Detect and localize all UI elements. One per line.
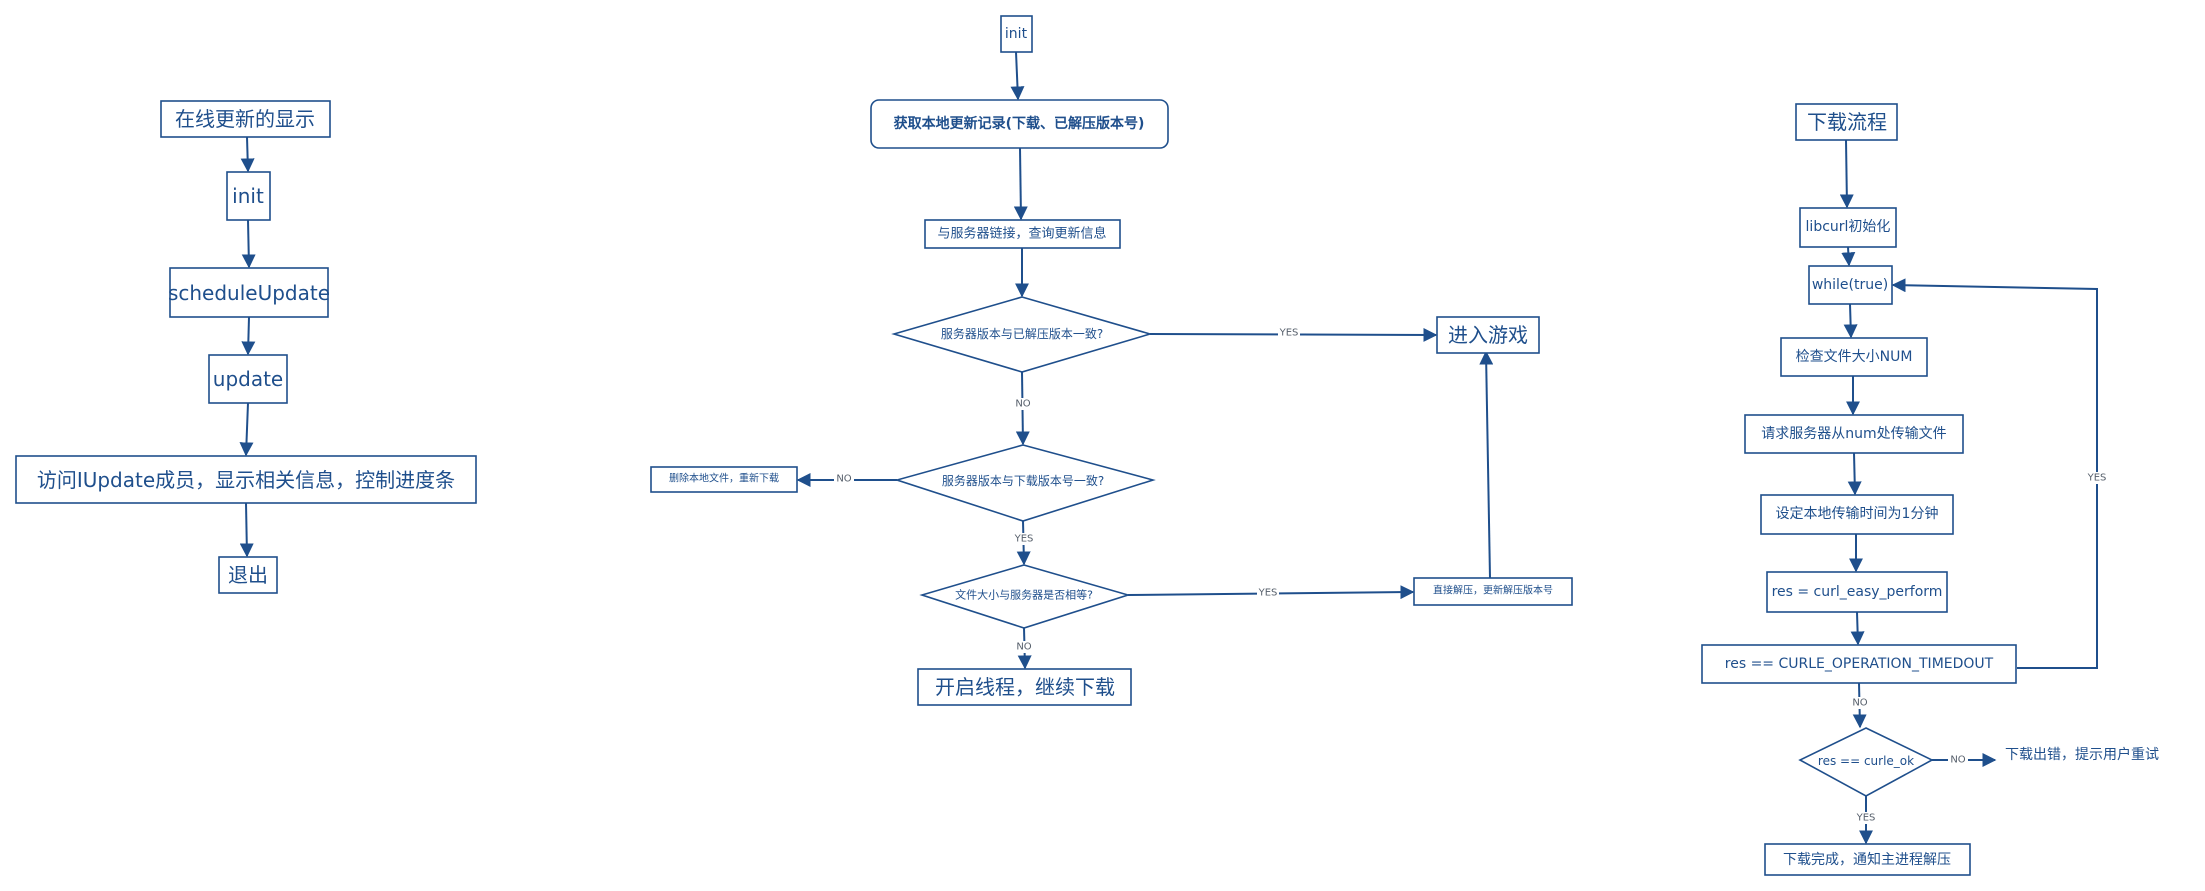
- edge-schedule-to-update: [241, 316, 256, 356]
- schedule-update-node[interactable]: scheduleUpdate: [168, 267, 330, 318]
- set-time-node[interactable]: 设定本地传输时间为1分钟: [1760, 494, 1954, 535]
- download-error-node: 下载出错，提示用户重试: [2005, 746, 2159, 763]
- edge-unzip-to-enter-game: [1479, 350, 1494, 579]
- exit-label: 退出: [228, 563, 268, 587]
- edge-perform-to-timeout: [1850, 611, 1865, 646]
- edge-title-to-libcurl: [1839, 139, 1854, 209]
- request-server-node[interactable]: 请求服务器从num处传输文件: [1744, 414, 1964, 454]
- download-done-label: 下载完成，通知主进程解压: [1783, 851, 1951, 868]
- update-node[interactable]: update: [208, 354, 288, 404]
- edge-update-to-access: [239, 402, 254, 457]
- access-iupdate-node[interactable]: 访问IUpdate成员，显示相关信息，控制进度条: [15, 455, 477, 504]
- edge-label-no-dok: NO: [1950, 755, 1965, 766]
- left-title-node[interactable]: 在线更新的显示: [160, 100, 331, 138]
- connect-server-label: 与服务器链接，查询更新信息: [937, 226, 1106, 242]
- left-init-node[interactable]: init: [226, 171, 271, 221]
- schedule-update-label: scheduleUpdate: [168, 281, 330, 305]
- while-true-node[interactable]: while(true): [1808, 265, 1893, 305]
- curl-perform-label: res = curl_easy_perform: [1772, 584, 1943, 600]
- left-init-label: init: [232, 184, 264, 208]
- edge-getlocal-to-connect: [1013, 147, 1028, 221]
- edge-init-to-getlocal: [1010, 51, 1025, 101]
- download-done-node[interactable]: 下载完成，通知主进程解压: [1764, 843, 1971, 876]
- edge-label-yes-d3: YES: [1258, 588, 1278, 599]
- unzip-update-node[interactable]: 直接解压，更新解压版本号: [1413, 577, 1573, 606]
- edge-label-no-d2: NO: [836, 474, 851, 485]
- libcurl-init-label: libcurl初始化: [1806, 218, 1891, 235]
- delete-redownload-label: 删除本地文件，重新下载: [669, 472, 779, 485]
- delete-redownload-node[interactable]: 删除本地文件，重新下载: [650, 466, 798, 493]
- request-server-label: 请求服务器从num处传输文件: [1761, 426, 1946, 442]
- connect-server-node[interactable]: 与服务器链接，查询更新信息: [924, 219, 1121, 249]
- start-thread-label: 开启线程，继续下载: [935, 675, 1115, 699]
- edge-label-no-d3: NO: [1016, 642, 1031, 653]
- access-iupdate-label: 访问IUpdate成员，显示相关信息，控制进度条: [37, 468, 455, 492]
- check-size-node[interactable]: 检查文件大小NUM: [1780, 337, 1928, 377]
- download-title-node[interactable]: 下载流程: [1795, 103, 1898, 141]
- edge-label-yes-dok: YES: [1856, 813, 1876, 824]
- mid-init-node[interactable]: init: [1000, 15, 1033, 53]
- decision-server-vs-unzip[interactable]: 服务器版本与已解压版本一致?: [891, 296, 1153, 373]
- decision-server-vs-download-label: 服务器版本与下载版本号一致?: [942, 473, 1104, 488]
- download-error-label: 下载出错，提示用户重试: [2005, 746, 2159, 763]
- decision-size-equal[interactable]: 文件大小与服务器是否相等?: [919, 564, 1131, 629]
- decision-server-vs-unzip-label: 服务器版本与已解压版本一致?: [941, 326, 1103, 341]
- edge-label-yes-d1: YES: [1279, 328, 1299, 339]
- enter-game-node[interactable]: 进入游戏: [1436, 316, 1540, 354]
- decision-curle-ok[interactable]: res == curle_ok: [1798, 727, 1934, 797]
- check-size-label: 检查文件大小NUM: [1796, 349, 1913, 365]
- get-local-record-label: 获取本地更新记录(下载、已解压版本号): [894, 115, 1145, 132]
- edge-init-to-schedule: [241, 219, 256, 269]
- set-time-label: 设定本地传输时间为1分钟: [1776, 505, 1939, 522]
- timeout-check-label: res == CURLE_OPERATION_TIMEDOUT: [1725, 656, 1994, 672]
- download-title-label: 下载流程: [1807, 110, 1887, 134]
- edge-label-yes-d2: YES: [1014, 534, 1034, 545]
- edge-title-to-init: [240, 136, 255, 173]
- enter-game-label: 进入游戏: [1448, 323, 1528, 347]
- unzip-update-label: 直接解压，更新解压版本号: [1433, 584, 1553, 597]
- exit-node[interactable]: 退出: [218, 556, 278, 594]
- update-label: update: [213, 367, 283, 391]
- timeout-check-node[interactable]: res == CURLE_OPERATION_TIMEDOUT: [1701, 644, 2017, 684]
- edge-access-to-exit: [239, 502, 254, 558]
- mid-init-label: init: [1005, 26, 1028, 42]
- edge-label-yes-timeout: YES: [2087, 473, 2107, 484]
- edge-request-to-settime: [1847, 452, 1862, 496]
- left-title-label: 在线更新的显示: [175, 107, 315, 131]
- decision-server-vs-download[interactable]: 服务器版本与下载版本号一致?: [894, 444, 1156, 522]
- start-thread-node[interactable]: 开启线程，继续下载: [917, 668, 1132, 706]
- edge-label-no-timeout: NO: [1852, 698, 1867, 709]
- while-true-label: while(true): [1812, 277, 1888, 293]
- decision-curle-ok-label: res == curle_ok: [1818, 754, 1914, 768]
- curl-perform-node[interactable]: res = curl_easy_perform: [1766, 571, 1948, 613]
- libcurl-init-node[interactable]: libcurl初始化: [1799, 207, 1897, 248]
- decision-size-equal-label: 文件大小与服务器是否相等?: [955, 588, 1093, 602]
- edge-libcurl-to-while: [1841, 246, 1856, 267]
- edge-while-to-check: [1843, 303, 1858, 339]
- get-local-record-node[interactable]: 获取本地更新记录(下载、已解压版本号): [870, 99, 1169, 149]
- edge-label-no-d1: NO: [1015, 399, 1030, 410]
